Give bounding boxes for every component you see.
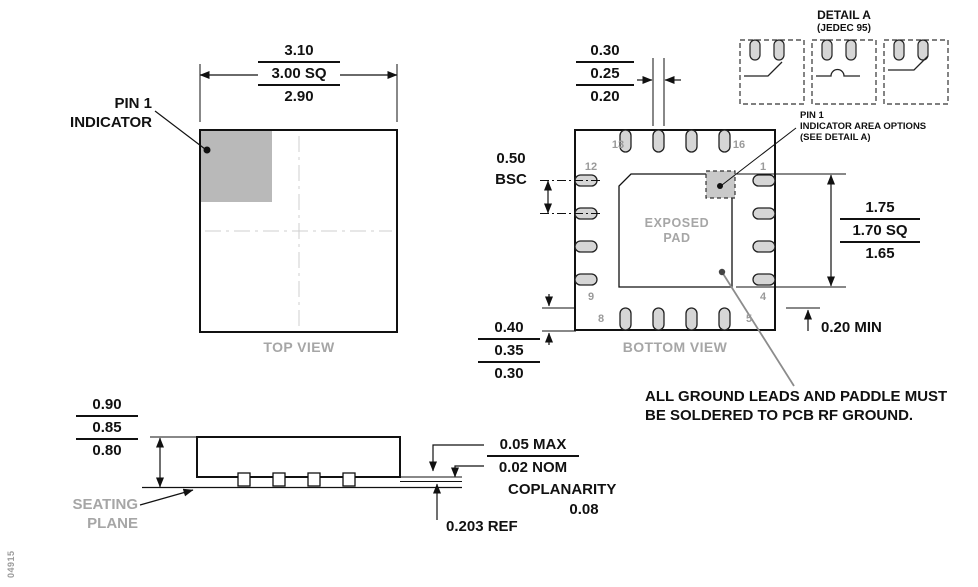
ground-note-line1: ALL GROUND LEADS AND PADDLE MUST: [645, 388, 948, 405]
dim-pad-size-min: 1.65: [865, 245, 895, 262]
ground-note: ALL GROUND LEADS AND PADDLE MUST BE SOLD…: [645, 387, 955, 425]
dim-package-height-min: 0.80: [92, 442, 122, 459]
ground-note-line2: BE SOLDERED TO PCB RF GROUND.: [645, 407, 914, 424]
dim-package-height: 0.90 0.85 0.80: [76, 394, 138, 461]
dim-package-height-nom: 0.85: [76, 417, 138, 440]
pin-number-9: 9: [587, 291, 595, 303]
bottom-view-label: BOTTOM VIEW: [622, 339, 728, 355]
dim-pad-clearance: 0.20 MIN: [821, 319, 882, 336]
pin1-indicator-label-line1: PIN 1: [114, 95, 152, 112]
dim-pad-size-nom: 1.70 SQ: [840, 220, 920, 243]
exposed-pad-label-line1: EXPOSED: [644, 216, 710, 230]
dim-body-size-nom: 3.00 SQ: [258, 63, 340, 86]
pin1-options-line1: PIN 1: [800, 110, 824, 121]
pin1-indicator-label: PIN 1 INDICATOR: [40, 94, 152, 132]
pin1-leader-dot: [203, 146, 211, 154]
dim-body-size-max: 3.10: [258, 40, 340, 63]
pin-number-8: 8: [597, 313, 605, 325]
dim-lead-width-max: 0.30: [576, 40, 634, 63]
dim-standoff-max: 0.05 MAX: [487, 434, 579, 457]
side-view-body-outline: [196, 436, 401, 478]
detail-a-title: DETAIL A (JEDEC 95): [788, 8, 900, 36]
standoff-nom-leader: [451, 465, 484, 478]
detail-a-drawing: [739, 39, 949, 105]
dim-pad-size-max: 1.75: [840, 197, 920, 220]
detail-a-leads: [749, 39, 929, 61]
dim-lead-pitch-qualifier: BSC: [495, 171, 527, 188]
pin-number-12: 12: [584, 161, 598, 173]
side-view-drawing: [139, 436, 484, 520]
lead-length-extension-lines: [542, 307, 576, 332]
pitch-extension-lines: [540, 180, 601, 214]
pin-number-16: 16: [732, 139, 746, 151]
drawing-number: 04915: [6, 550, 16, 578]
pin1-indicator-square: [201, 131, 272, 202]
detail-a-option-boxes: [739, 39, 949, 105]
dim-lead-width-min: 0.20: [590, 88, 620, 105]
dim-lead-thickness: 0.203 REF: [446, 518, 518, 535]
pin1-options-line3: (SEE DETAIL A): [800, 132, 871, 143]
pin1-indicator-label-line2: INDICATOR: [70, 114, 152, 131]
coplanarity-label: COPLANARITY: [508, 481, 617, 498]
ground-note-leader-dot: [718, 268, 726, 276]
dim-lead-width-nom: 0.25: [576, 63, 634, 86]
pin1-leader-line: [154, 110, 206, 150]
dim-package-height-max: 0.90: [76, 394, 138, 417]
top-view-drawing: [154, 64, 398, 333]
exposed-pad-label-line2: PAD: [663, 231, 691, 245]
dim-body-size-min: 2.90: [284, 88, 314, 105]
seating-plane-label: SEATING PLANE: [38, 495, 138, 533]
seating-plane-label-line1: SEATING: [72, 496, 138, 513]
pin1-options-line2: INDICATOR AREA OPTIONS: [800, 121, 927, 132]
dim-lead-width: 0.30 0.25 0.20: [576, 40, 634, 107]
package-leads: [574, 129, 776, 331]
standoff-max-leader: [429, 444, 484, 472]
pin-number-5: 5: [745, 313, 753, 325]
seating-plane-leader: [139, 488, 194, 506]
dim-standoff: 0.05 MAX 0.02 NOM: [487, 434, 579, 478]
top-view-label: TOP VIEW: [263, 339, 335, 355]
dim-body-size: 3.10 3.00 SQ 2.90: [258, 40, 340, 107]
standoff-reference-lines: [400, 476, 462, 482]
detail-a-title-line: DETAIL A: [817, 8, 871, 22]
dim-lead-length-min: 0.30: [494, 365, 524, 382]
pin1-options-label: PIN 1 INDICATOR AREA OPTIONS (SEE DETAIL…: [800, 110, 970, 143]
coplanarity-value: 0.08: [569, 501, 599, 518]
bottom-view-body-outline: [574, 129, 776, 331]
pad-size-extension-lines: [736, 173, 846, 288]
bottom-view-drawing: [540, 58, 846, 387]
dim-pad-size: 1.75 1.70 SQ 1.65: [840, 197, 920, 264]
seating-plane-label-line2: PLANE: [87, 515, 138, 532]
lead-width-extension-lines: [652, 58, 665, 126]
dim-lead-length: 0.40 0.35 0.30: [478, 317, 540, 384]
side-view-leads: [237, 472, 356, 487]
ground-note-leader-line: [721, 271, 795, 387]
pin1-options-leader-dot: [717, 183, 723, 189]
detail-a-corner-shapes: [744, 55, 929, 77]
pin-number-4: 4: [759, 291, 767, 303]
dim-lead-pitch-value: 0.50: [496, 150, 526, 167]
dim-lead-length-nom: 0.35: [478, 340, 540, 363]
detail-a-subtitle-line: (JEDEC 95): [817, 23, 871, 34]
exposed-pad-label: EXPOSED PAD: [632, 216, 722, 246]
centerlines: [205, 136, 392, 327]
pin-number-1: 1: [759, 161, 767, 173]
pin-number-13: 13: [611, 139, 625, 151]
dim-standoff-nom: 0.02 NOM: [498, 459, 568, 476]
dim-lead-pitch: 0.50 BSC: [484, 148, 538, 190]
pin1-options-leader-line: [721, 127, 797, 186]
dim-lead-length-max: 0.40: [478, 317, 540, 340]
